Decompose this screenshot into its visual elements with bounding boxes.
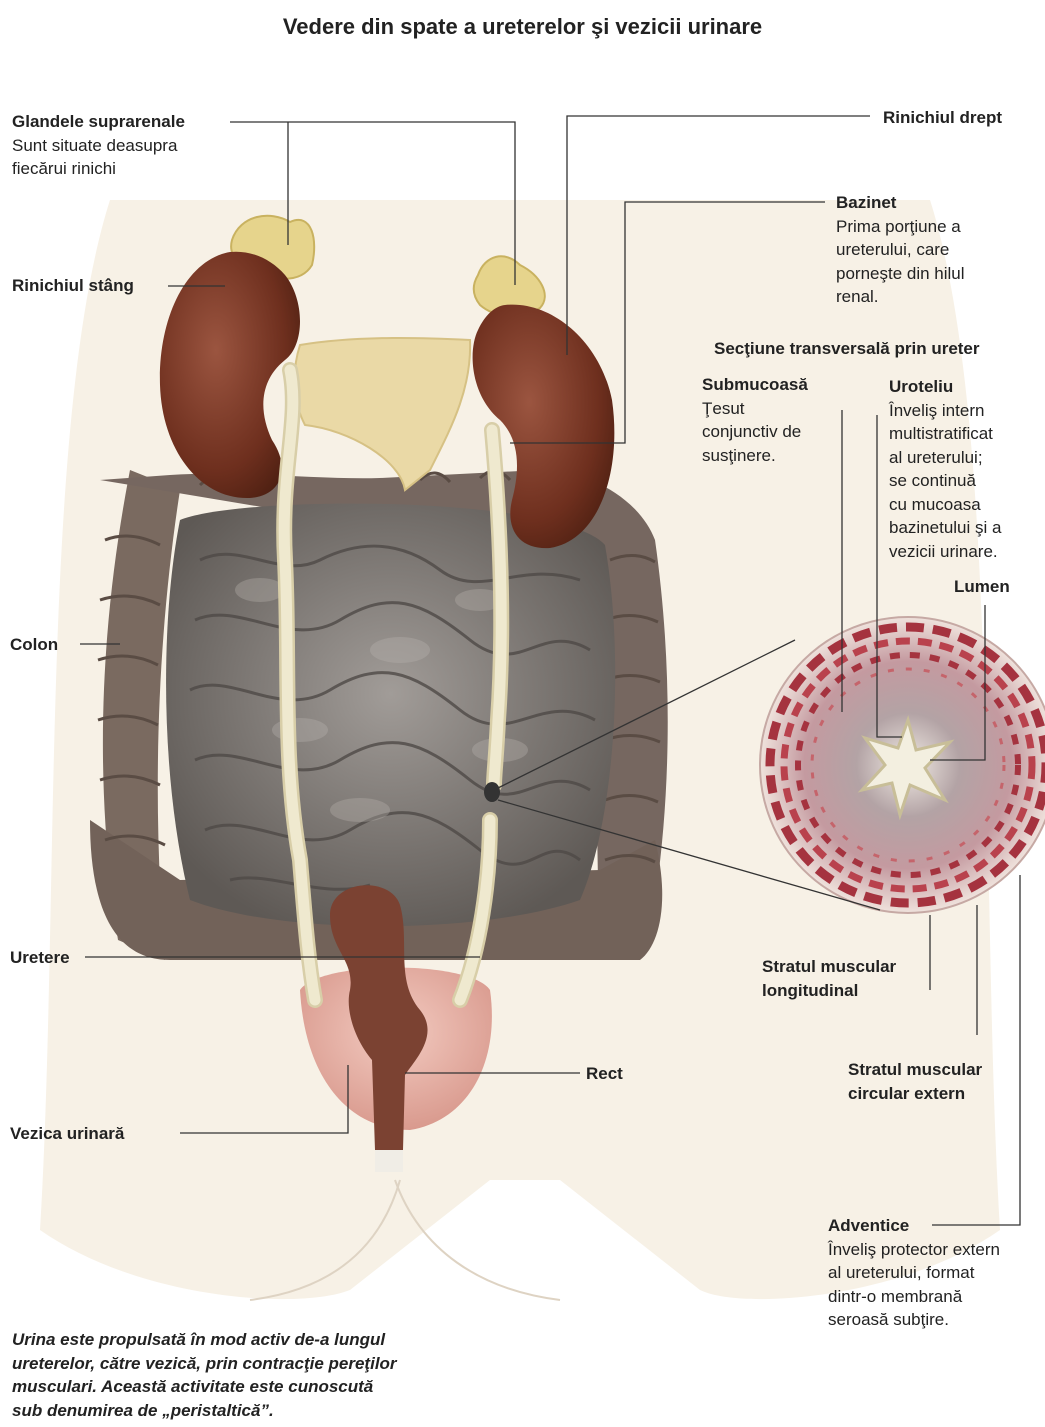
ureters [276,362,510,1008]
leader-lines [80,115,1021,1226]
label-uroteliu: Uroteliu Înveliş intern multistratificat… [889,375,1001,563]
kidney-left [159,251,300,499]
label-submucoasa-line: susţinere. [702,445,776,465]
label-lumen: Lumen [954,575,1010,599]
label-uroteliu-heading: Uroteliu [889,377,954,396]
label-bazinet-heading: Bazinet [836,193,897,212]
buttock-line-left [249,1179,401,1301]
label-lumen-heading: Lumen [954,577,1010,596]
label-uretere: Uretere [10,946,70,970]
page-title: Vedere din spate a ureterelor şi vezicii… [282,14,763,39]
label-adventice-line: al ureterului, format [828,1263,975,1282]
caption-line: ureterelor, către vezică, prin contracţi… [12,1353,397,1373]
label-sectiune-heading: Secţiune transversală prin ureter [714,339,980,358]
label-uroteliu-line: cu mucoasa [889,494,981,514]
label-bazinet: Bazinet Prima porţiune a ureterului, car… [836,191,965,309]
caption-line: sub denumirea de „peristaltică”. [12,1400,274,1420]
label-adventice-line: Înveliş protector extern [828,1239,1000,1259]
label-colon: Colon [10,633,58,657]
label-submucoasa: Submucoasă Ţesut conjunctiv de susţinere… [702,373,808,467]
label-uroteliu-line: Înveliş intern [889,400,985,420]
label-adventice-line: seroasă subţire. [828,1310,949,1329]
label-glandele-suprarenale: Glandele suprarenale Sunt situate deasup… [12,110,185,181]
label-rect-heading: Rect [586,1064,623,1083]
ureter-cross-section [759,616,1045,914]
label-circular-heading: Stratul muscular [848,1060,983,1079]
label-adventice-line: dintr-o membrană [828,1286,963,1306]
label-bazinet-line: renal. [836,287,879,306]
label-uretere-heading: Uretere [10,948,70,967]
label-bazinet-line: porneşte din hilul [836,263,965,283]
label-uroteliu-line: se continuă [889,471,976,490]
label-submucoasa-line: conjunctiv de [702,422,802,441]
label-adventice: Adventice Înveliş protector extern al ur… [828,1214,1000,1332]
caption-line: Urina este propulsată în mod activ de-a … [12,1330,386,1349]
label-longitudinal-heading-2: longitudinal [762,980,859,1000]
label-bazinet-line: ureterului, care [836,240,950,259]
label-vezica-urinara: Vezica urinară [10,1122,124,1146]
label-stratul-circular: Stratul muscular circular extern [848,1058,982,1105]
kidney-right [472,304,615,549]
label-uroteliu-line: multistratificat [889,424,993,443]
kidneys [159,251,615,549]
label-submucoasa-heading: Submucoasă [702,375,808,394]
label-longitudinal-heading: Stratul muscular [762,957,897,976]
label-circular-heading-2: circular extern [848,1083,966,1103]
label-rinichiul-drept-heading: Rinichiul drept [883,108,1002,127]
label-bazinet-line: Prima porţiune a [836,216,961,236]
label-rect: Rect [586,1062,623,1086]
label-vezica-heading: Vezica urinară [10,1124,125,1143]
buttock-line-right [394,1179,561,1301]
adrenal-glands [230,214,546,317]
label-rinichiul-drept: Rinichiul drept [883,106,1002,130]
caption: Urina este propulsată în mod activ de-a … [12,1328,482,1422]
label-rinichiul-stang-heading: Rinichiul stâng [12,276,134,295]
label-submucoasa-line: Ţesut [702,398,745,418]
label-glandele-line: Sunt situate deasupra [12,135,178,155]
label-sectiune-transversala: Secţiune transversală prin ureter [714,337,980,361]
label-uroteliu-line: al ureterului; [889,447,983,467]
caption-line: musculari. Această activitate este cunos… [12,1377,374,1396]
label-stratul-longitudinal: Stratul muscular longitudinal [762,955,896,1002]
label-uroteliu-line: vezicii urinare. [889,541,998,561]
label-rinichiul-stang: Rinichiul stâng [12,274,134,298]
rectum [330,885,428,1172]
label-adventice-heading: Adventice [828,1216,910,1235]
small-intestine [166,503,616,927]
label-colon-heading: Colon [10,635,59,654]
label-glandele-line: fiecărui rinichi [12,159,116,178]
label-uroteliu-line: bazinetului şi a [889,518,1002,537]
label-glandele-heading: Glandele suprarenale [12,112,185,131]
